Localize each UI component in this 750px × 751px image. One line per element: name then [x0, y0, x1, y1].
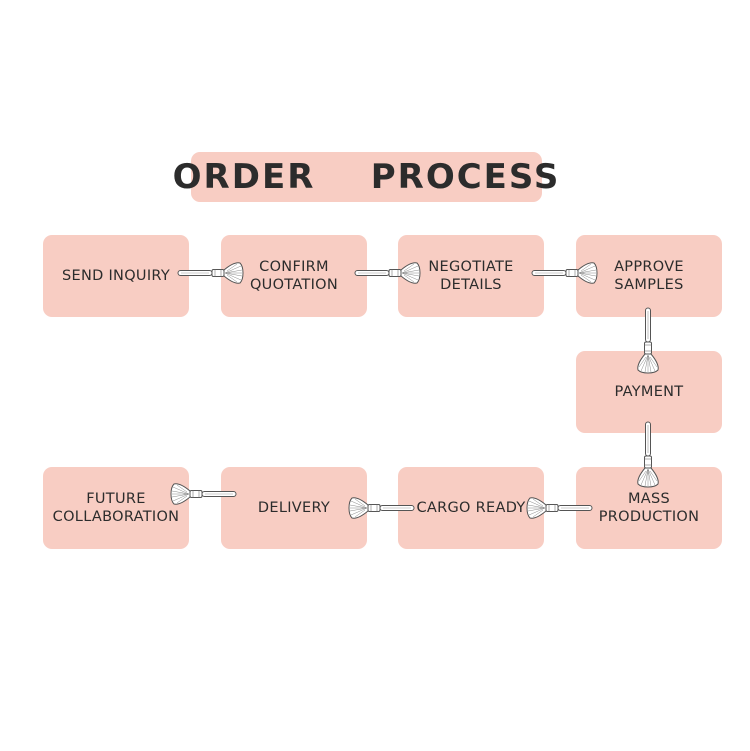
step-negotiate-details: NEGOTIATE DETAILS [398, 235, 544, 317]
makeup-brush-icon [637, 421, 659, 488]
step-future-collaboration: FUTURE COLLABORATION [43, 467, 189, 549]
makeup-brush-icon [170, 483, 237, 505]
step-label: SEND INQUIRY [61, 268, 171, 284]
makeup-brush-icon [531, 262, 598, 284]
step-label: MASS PRODUCTION [598, 491, 700, 525]
step-approve-samples: APPROVE SAMPLES [576, 235, 722, 317]
step-label: PAYMENT [614, 384, 684, 400]
step-label: APPROVE SAMPLES [614, 259, 684, 293]
step-label: CARGO READY [416, 500, 526, 516]
step-delivery: DELIVERY [221, 467, 367, 549]
step-confirm-quotation: CONFIRM QUOTATION [221, 235, 367, 317]
title-banner: ORDER PROCESS [173, 152, 558, 202]
makeup-brush-icon [348, 497, 415, 519]
makeup-brush-icon [637, 307, 659, 374]
step-label: CONFIRM QUOTATION [249, 259, 339, 293]
page-title: ORDER PROCESS [172, 157, 561, 197]
makeup-brush-icon [177, 262, 244, 284]
makeup-brush-icon [354, 262, 421, 284]
step-label: NEGOTIATE DETAILS [428, 259, 514, 293]
step-label: FUTURE COLLABORATION [52, 491, 180, 525]
step-label: DELIVERY [257, 500, 331, 516]
makeup-brush-icon [526, 497, 593, 519]
step-cargo-ready: CARGO READY [398, 467, 544, 549]
step-send-inquiry: SEND INQUIRY [43, 235, 189, 317]
